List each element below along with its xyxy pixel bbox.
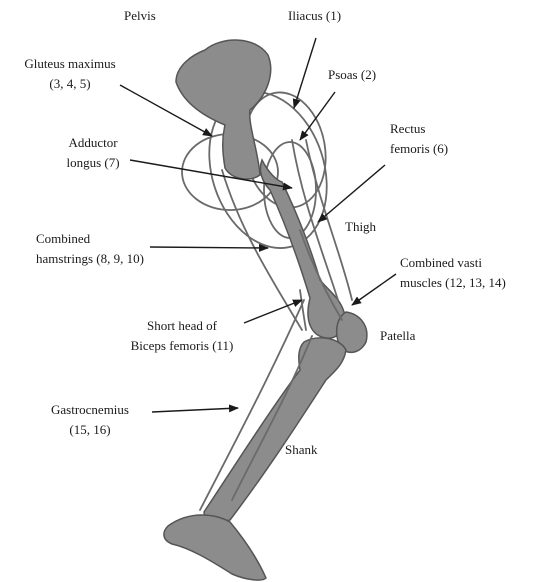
rectus-arrow xyxy=(318,165,385,222)
label-gastrocnemius-line1: Gastrocnemius xyxy=(30,400,150,419)
label-adductor-line2: longus (7) xyxy=(48,153,138,172)
label-rectus-line1: Rectus xyxy=(390,119,425,138)
pelvis-bone xyxy=(176,40,271,179)
label-thigh: Thigh xyxy=(345,217,376,236)
foot-bone xyxy=(164,515,266,580)
label-hamstrings-line2: hamstrings (8, 9, 10) xyxy=(36,249,144,268)
label-rectus-line2: femoris (6) xyxy=(390,139,448,158)
gastrocnemius-arrow xyxy=(152,408,238,412)
label-gluteus-line2: (3, 4, 5) xyxy=(10,74,130,93)
rectus-femoris-outline xyxy=(292,140,352,300)
label-gastrocnemius-line2: (15, 16) xyxy=(30,420,150,439)
label-biceps-line2: Biceps femoris (11) xyxy=(112,336,252,355)
biceps-arrow xyxy=(244,300,302,323)
label-biceps-line1: Short head of xyxy=(112,316,252,335)
label-hamstrings-line1: Combined xyxy=(36,229,90,248)
label-psoas: Psoas (2) xyxy=(328,65,376,84)
hamstrings-arrow xyxy=(150,247,268,248)
label-adductor-line1: Adductor xyxy=(48,133,138,152)
label-iliacus: Iliacus (1) xyxy=(288,6,341,25)
tibia-bone xyxy=(204,338,346,522)
label-vasti-line1: Combined vasti xyxy=(400,253,482,272)
label-gluteus-line1: Gluteus maximus xyxy=(10,54,130,73)
label-patella: Patella xyxy=(380,326,415,345)
vasti-arrow xyxy=(352,274,396,305)
label-vasti-line2: muscles (12, 13, 14) xyxy=(400,273,506,292)
biceps-short-outline xyxy=(300,290,306,330)
psoas-arrow xyxy=(300,92,335,140)
label-pelvis: Pelvis xyxy=(124,6,156,25)
iliacus-arrow xyxy=(294,38,316,108)
label-shank: Shank xyxy=(285,440,318,459)
